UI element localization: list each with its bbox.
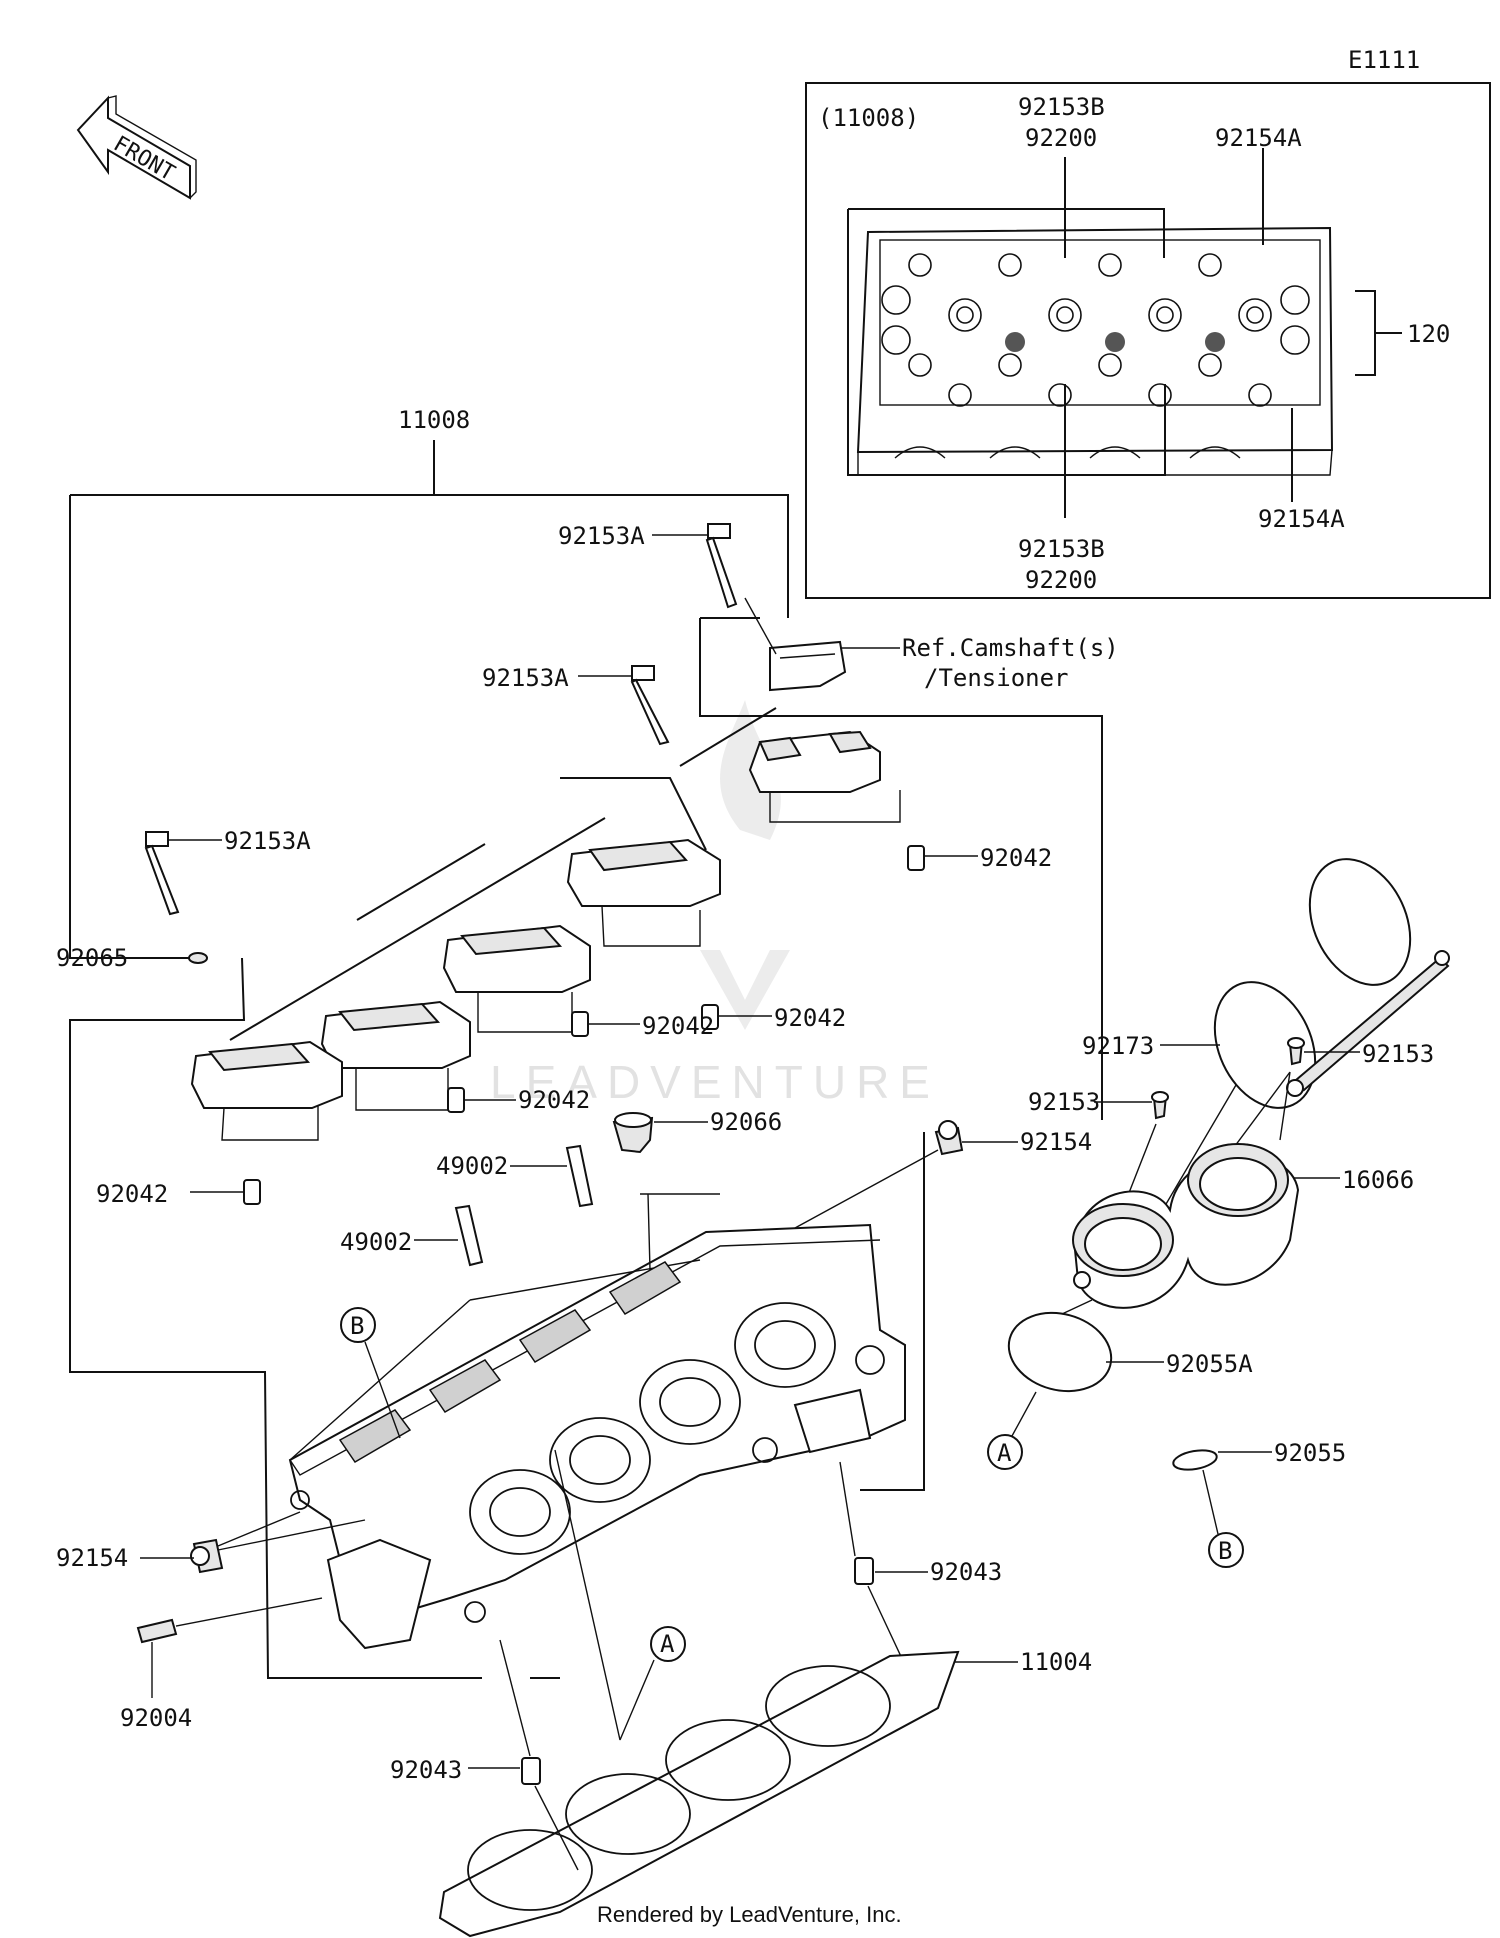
callout-a-2 (650, 1626, 686, 1662)
camshaft-cap-4 (320, 1000, 471, 1069)
head-gasket-11004 (438, 1650, 960, 1938)
plug-92154-2 (190, 1538, 224, 1574)
label-92042-3: 92042 (642, 1012, 714, 1040)
callout-b-2-label: B (1218, 1537, 1232, 1565)
o-ring-92055A (1007, 1311, 1113, 1393)
valve-guide-49002-1 (565, 1144, 594, 1208)
label-92043-2: 92043 (390, 1756, 462, 1784)
label-120: 120 (1407, 320, 1450, 348)
bolt-92153A-top (705, 523, 738, 609)
label-92173: 92173 (1082, 1032, 1154, 1060)
valve-guide-49002-2 (454, 1204, 484, 1267)
label-ref-camshaft: Ref.Camshaft(s) (902, 634, 1119, 662)
label-92004: 92004 (120, 1704, 192, 1732)
footer-credit: Rendered by LeadVenture, Inc. (597, 1902, 902, 1927)
bolt-92153A-left (144, 831, 180, 916)
camshaft-cap-1 (748, 730, 881, 793)
assembly-11008-boundary: 11008 (69, 406, 1103, 1679)
callout-a-2-label: A (660, 1630, 675, 1658)
label-92066: 92066 (710, 1108, 782, 1136)
dowel-92042-2 (701, 1004, 719, 1030)
dowel-92042-1 (907, 845, 925, 871)
bolt-92153A-mid (630, 665, 670, 746)
label-92153B-top: 92153B (1018, 93, 1105, 121)
stud-92004 (136, 1618, 178, 1644)
callout-b-2 (1208, 1532, 1244, 1568)
plug-92154-1 (934, 1120, 964, 1156)
dowel-92043-2 (521, 1757, 541, 1785)
callout-b-1-label: B (350, 1312, 364, 1340)
inset-ref-label: (11008) (818, 104, 919, 132)
label-92153A-3: 92153A (224, 827, 311, 855)
label-92153A-2: 92153A (482, 664, 569, 692)
o-ring-92055 (1172, 1449, 1218, 1471)
throttle-holder-16066 (1072, 1143, 1300, 1309)
camshaft-tensioner-bracket (769, 640, 847, 692)
label-49002-1: 49002 (436, 1152, 508, 1180)
label-49002-2: 49002 (340, 1228, 412, 1256)
cylinder-head (288, 1223, 906, 1650)
washer-92065 (188, 952, 208, 964)
label-92042-2: 92042 (774, 1004, 846, 1032)
callout-a-1-label: A (997, 1439, 1012, 1467)
camshaft-cap-5 (190, 1040, 343, 1109)
label-ref-tensioner: /Tensioner (924, 664, 1069, 692)
label-92154-1: 92154 (1020, 1128, 1092, 1156)
cylinder-head-top-view (856, 226, 1334, 476)
label-92042-4: 92042 (518, 1086, 590, 1114)
watermark-text: LEADVENTURE (490, 1056, 940, 1108)
label-92055: 92055 (1274, 1439, 1346, 1467)
dowel-92042-4 (447, 1087, 465, 1113)
camshaft-cap-2 (566, 838, 721, 907)
label-92200-bottom: 92200 (1025, 566, 1097, 594)
callout-b-1 (340, 1307, 376, 1343)
camshaft-cap-3 (442, 924, 591, 993)
callout-a-1 (987, 1434, 1023, 1470)
label-92153A-1: 92153A (558, 522, 645, 550)
dowel-92042-5 (243, 1179, 261, 1205)
watermark: LEADVENTURE (490, 700, 940, 1108)
label-92043-1: 92043 (930, 1558, 1002, 1586)
label-92154A-bottom: 92154A (1258, 505, 1345, 533)
label-92153B-bottom: 92153B (1018, 535, 1105, 563)
label-16066: 16066 (1342, 1166, 1414, 1194)
screw-92153-left (1151, 1091, 1169, 1120)
screw-92153-right (1287, 1037, 1305, 1066)
label-92042-5: 92042 (96, 1180, 168, 1208)
front-arrow-icon: FRONT (76, 95, 197, 200)
label-92154A-top: 92154A (1215, 124, 1302, 152)
oil-seal-92066 (612, 1112, 654, 1154)
label-92154-2: 92154 (56, 1544, 128, 1572)
diagram-id: E1111 (1348, 46, 1420, 74)
clamp-92173 (1213, 858, 1450, 1109)
dowel-92042-3 (571, 1011, 589, 1037)
label-92065: 92065 (56, 944, 128, 972)
label-11004: 11004 (1020, 1648, 1092, 1676)
label-11008: 11008 (398, 406, 470, 434)
label-92153-1: 92153 (1362, 1040, 1434, 1068)
label-92153-2: 92153 (1028, 1088, 1100, 1116)
label-92055A: 92055A (1166, 1350, 1253, 1378)
label-92200-top: 92200 (1025, 124, 1097, 152)
inset-box: (11008) (805, 82, 1491, 599)
label-92042-1: 92042 (980, 844, 1052, 872)
dowel-92043-1 (854, 1557, 874, 1585)
